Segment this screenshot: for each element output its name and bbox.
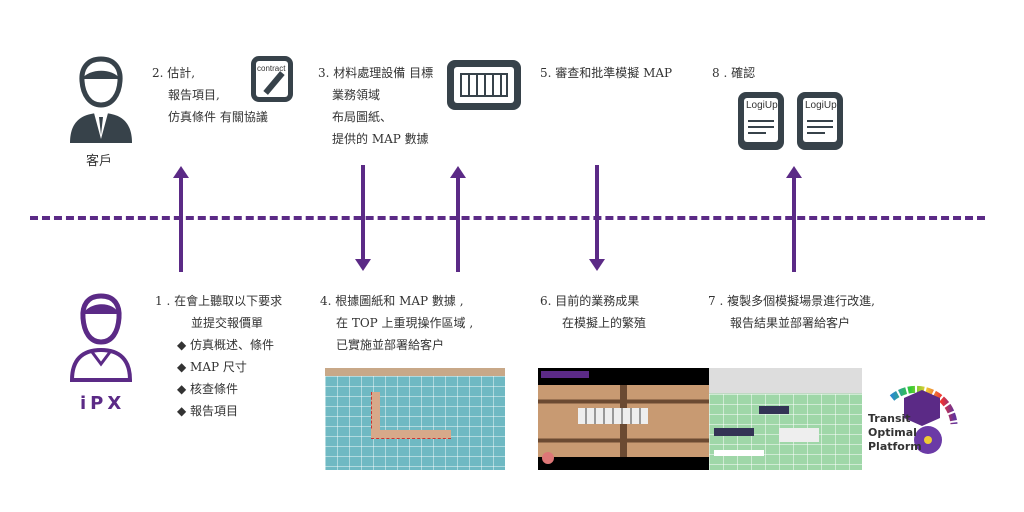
contract-icon-label: contract [257,64,286,73]
arrow-up-step2 [173,166,189,272]
step4-text: 4. 根據圖紙和 MAP 數據 , 在 TOP 上重現操作區域 , 已實施並部署… [320,290,473,356]
step5-text: 5. 審查和批準模擬 MAP [540,66,673,80]
logo-text: Optimal [868,426,917,439]
step6-line: 6. 目前的業務成果 [540,294,640,308]
arrow-up-step7 [786,166,802,272]
arrow-down-step5 [589,165,605,271]
step3-line: 業務領域 [332,88,381,102]
ipx-avatar-icon [70,293,132,382]
step2-text: 2. 估計, 報告項目, 仿真條件 有關協議 [152,62,268,128]
step2-line: 2. 估計, [152,66,196,80]
logiup-document-icon: LogiUp [797,92,843,150]
ipx-label: iPX [80,393,126,414]
simulation-screenshot-2d [538,368,709,470]
simulation-screenshot-3d [709,368,862,470]
step7-line: 報告結果並部署給客户 [730,316,851,330]
step1-line: 1 . 在會上聽取以下要求 [155,294,283,308]
step3-line: 布局圖紙、 [332,110,393,124]
step1-line: 並提交報價單 [191,316,264,330]
logiup-document-icon: LogiUp [738,92,784,150]
step4-line: 4. 根據圖紙和 MAP 數據 , [320,294,464,308]
layout-map-icon [447,60,521,110]
step2-line: 報告項目, [168,88,220,102]
doc-label: LogiUp [805,100,837,111]
logo-text: Transit [868,412,911,425]
step1-bullet: 報告項目 [190,404,239,418]
step3-text: 3. 材料處理設備 目標 業務領域 布局圖紙、 提供的 MAP 數據 [318,62,433,150]
timeline-divider [30,216,985,220]
doc-label: LogiUp [746,100,778,111]
step3-line: 提供的 MAP 數據 [332,132,429,146]
contract-icon: contract [251,56,293,102]
step8-text: 8 . 確認 [712,66,756,80]
customer-avatar-icon [70,56,132,143]
step1-text: 1 . 在會上聽取以下要求 並提交報價單 ◆ 仿真概述、條件 ◆ MAP 尺寸 … [155,290,282,422]
step4-line: 在 TOP 上重現操作區域 , [336,316,474,330]
arrow-up-step4 [450,166,466,272]
step1-bullet: MAP 尺寸 [190,360,247,374]
top-logo: Transit Optimal Platform [862,368,958,464]
step4-line: 已實施並部署給客户 [336,338,445,352]
logo-text: Platform [868,440,922,453]
step7-text: 7 . 複製多個模擬場景進行改進, 報告結果並部署給客户 [708,290,875,334]
step7-line: 7 . 複製多個模擬場景進行改進, [708,294,875,308]
step3-line: 3. 材料處理設備 目標 [318,66,434,80]
arrow-down-step3 [355,165,371,271]
step1-bullet: 仿真概述、條件 [190,338,275,352]
step6-text: 6. 目前的業務成果 在模擬上的繁殖 [540,290,646,334]
step6-line: 在模擬上的繁殖 [562,316,647,330]
top-map-screenshot [325,368,505,470]
customer-label: 客戶 [86,154,113,169]
step1-bullet: 核查條件 [190,382,239,396]
step2-line: 仿真條件 有關協議 [168,110,268,124]
